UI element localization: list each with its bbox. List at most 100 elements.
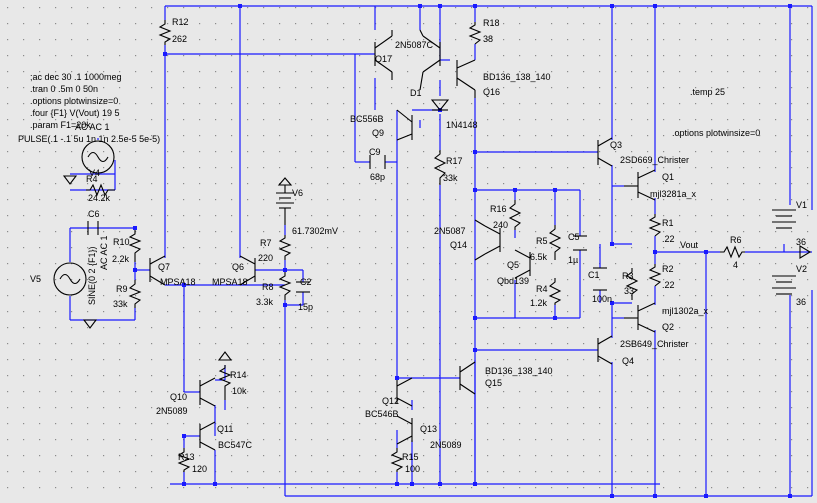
label-r2-value: .22 [662,280,675,290]
resistor-r5[interactable] [548,225,562,260]
resistor-r2[interactable] [648,264,662,287]
label-d1-name: D1 [410,88,422,98]
resistor-r9[interactable] [128,280,142,308]
label-q1-name: Q1 [662,172,674,182]
transistor-q6[interactable] [239,255,256,286]
transistor-q11[interactable] [199,421,216,451]
temp-directive: .temp 25 [690,87,725,97]
label-r16-name: R16 [490,204,507,214]
label-q17-model: 2N5087C [395,40,434,50]
capacitor-c1[interactable] [593,267,607,291]
transistor-q10[interactable] [199,377,216,407]
label-r18-name: R18 [483,18,500,28]
battery-v2[interactable] [772,275,796,295]
resistor-r8[interactable] [278,272,292,300]
label-q11-model: BC547C [218,440,253,450]
transistor-q1[interactable] [624,169,656,201]
label-v5-ac: AC AC 1 [99,235,109,270]
transistor-q16[interactable] [456,59,476,98]
transistor-q7[interactable] [149,255,166,286]
label-r14-name: R14 [230,370,247,380]
label-r17-name: R17 [446,156,463,166]
transistor-q20[interactable] [419,29,441,91]
label-q9-model: BC556B [350,114,384,124]
transistor-q4[interactable] [597,335,613,365]
label-q5-model: Qbd139 [497,276,529,286]
label-v5-spec: SINE(0 2 {F1}) [87,246,97,305]
label-v1-name: V1 [796,200,807,210]
label-c9-name: C9 [369,147,381,157]
transistor-q14[interactable] [474,219,501,261]
label-r3-value: 33 [624,286,634,296]
label-q15-name: Q15 [485,378,502,388]
resistor-r18[interactable] [468,22,482,45]
label-r16-value: 240 [493,220,508,230]
resistor-r12[interactable] [158,20,172,45]
source-v4[interactable] [81,140,115,174]
resistor-r16[interactable] [508,200,522,230]
transistor-q15[interactable] [459,361,476,395]
label-r1-value: .22 [662,234,675,244]
label-q3-model: 2SD669_Christer [620,155,689,165]
resistor-r15[interactable] [390,448,404,472]
spice-directives: ;ac dec 30 .1 1000meg .tran 0 .5m 0 50n … [30,72,122,130]
resistor-r1[interactable] [648,214,662,237]
label-r12-name: R12 [172,17,189,27]
label-q7-name: Q7 [158,262,170,272]
label-q2-name: Q2 [662,322,674,332]
resistor-r3[interactable] [625,268,639,300]
label-q4-name: Q4 [622,356,634,366]
transistor-q12[interactable] [396,377,413,407]
resistor-r4[interactable] [548,278,562,305]
label-c1-value: 100n [592,294,612,304]
transistor-q5[interactable] [514,249,531,279]
label-c2-value: 15p [298,302,313,312]
transistor-q2[interactable] [624,302,656,333]
label-r1-name: R1 [662,218,674,228]
capacitor-c6[interactable] [87,221,99,235]
label-q6-name: Q6 [232,262,244,272]
resistor-r6[interactable] [720,245,745,259]
resistor-r4-input[interactable] [86,183,115,197]
resistor-r17[interactable] [433,150,447,185]
label-r6-name: R6 [730,235,742,245]
label-c9-value: 68p [370,172,385,182]
transistor-q13[interactable] [396,415,413,445]
resistor-r7[interactable] [278,235,292,260]
label-q12-name: Q12 [382,396,399,406]
capacitor-c2[interactable] [296,281,310,293]
directive-options: .options plotwinsize=0 [30,96,118,106]
label-q1-model: mjl3281a_x [650,189,697,199]
capacitor-c9[interactable] [369,155,386,169]
diode-d1[interactable] [430,99,450,111]
resistor-r10[interactable] [128,230,142,262]
label-q2-model: mjl1302a_x [662,306,709,316]
transistor-q9[interactable] [396,109,413,141]
battery-v1[interactable] [772,209,796,229]
source-v5[interactable] [53,262,87,296]
battery-v6[interactable] [276,177,294,225]
label-v1-value: 36 [796,237,806,247]
ground-vout [799,245,812,259]
label-r4-input-name: R4 [86,174,98,184]
label-r8-name: R8 [262,282,274,292]
transistor-q3[interactable] [597,137,613,167]
label-q13-name: Q13 [420,424,437,434]
label-q3-name: Q3 [610,140,622,150]
ground-v4 [62,175,78,185]
label-d1-model: 1N4148 [446,120,478,130]
label-q7-model: MPSA18 [160,277,196,287]
label-c5-name: C5 [568,232,580,242]
directive-four: .four {F1} V(Vout) 19 5 [30,108,120,118]
capacitor-c5[interactable] [573,235,587,251]
directive-tran: .tran 0 .5m 0 50n [30,84,98,94]
label-c6-name: C6 [88,209,100,219]
transistor-q17[interactable] [374,30,393,80]
label-r10-value: 2.2k [112,254,130,264]
label-q11-name: Q11 [217,424,233,434]
label-r7-name: R7 [260,238,272,248]
label-r5-value: 6.5k [530,252,548,262]
resistor-r14[interactable] [218,365,232,400]
resistor-r13[interactable] [177,448,191,472]
